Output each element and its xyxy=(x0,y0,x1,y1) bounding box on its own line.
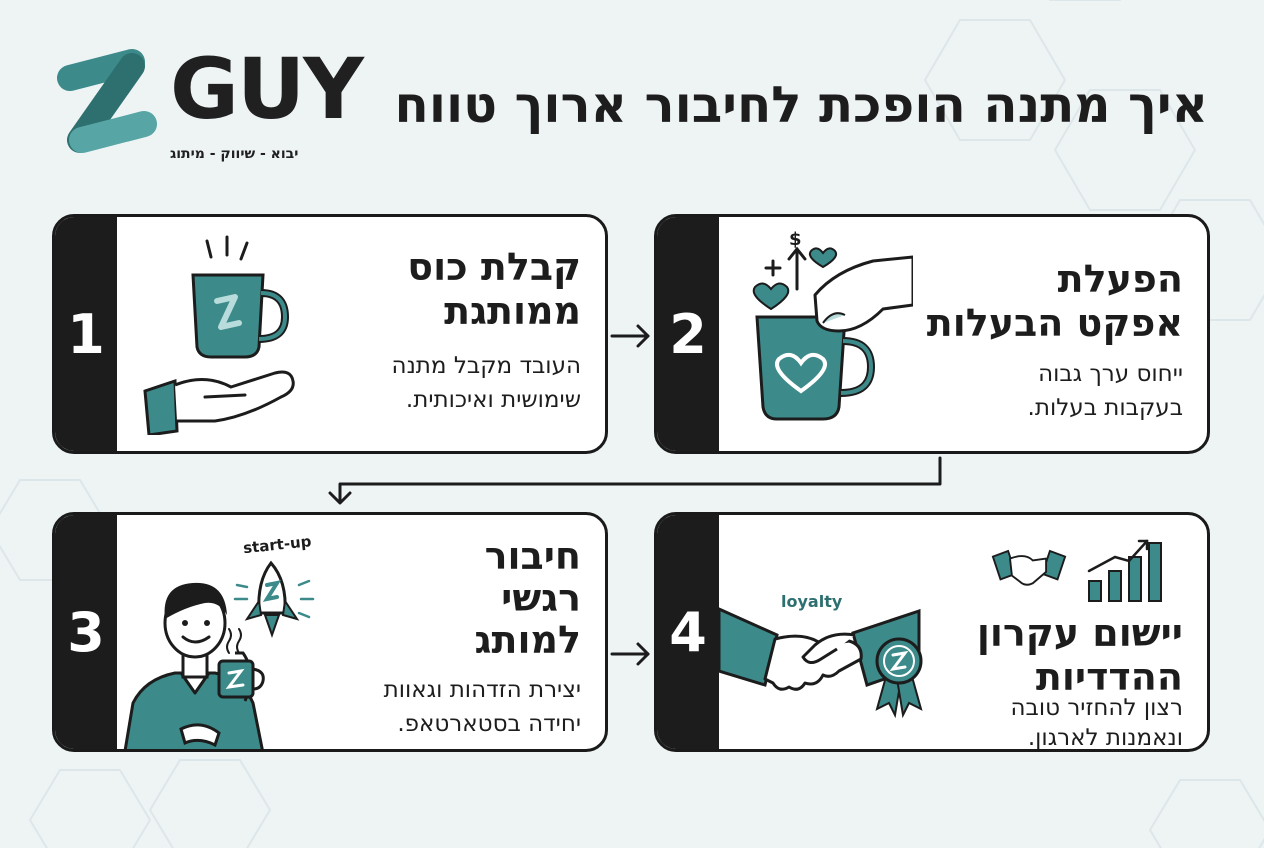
small-handshake-icon xyxy=(991,549,1067,586)
step-title: קבלת כוס ממותגת xyxy=(407,245,581,333)
loyalty-label: loyalty xyxy=(781,592,843,611)
step-number-tab xyxy=(657,217,719,451)
step-description: ייחוס ערך גבוה בעקבות בעלות. xyxy=(1027,361,1183,421)
svg-text:$: $ xyxy=(789,231,802,250)
step-number: 4 xyxy=(669,600,707,664)
step-number: 1 xyxy=(67,302,105,366)
step-title: יישום עקרון ההדדיות xyxy=(976,611,1183,699)
step-number-tab xyxy=(55,217,117,451)
startup-label: start-up xyxy=(242,532,312,557)
step-card-1: 1 קבלת כוס ממותגת העובד מקבל מתנה שימושי… xyxy=(52,214,608,454)
step-number-tab xyxy=(55,515,117,749)
brand-name: GUY xyxy=(170,40,364,138)
step-number-tab xyxy=(657,515,719,749)
step-description: העובד מקבל מתנה שימושית ואיכותית. xyxy=(391,353,581,413)
rocket-icon xyxy=(233,560,315,639)
step-number: 3 xyxy=(67,600,105,664)
step-card-4: 4 loyalty יישום עקרון ההדדיות רצון להחזי… xyxy=(654,512,1210,752)
brand-tagline: יבוא - שיווק - מיתוג xyxy=(170,146,299,162)
handshake-icon: loyalty xyxy=(719,592,923,719)
step-description: יצירת הזדהות וגאוות יחידה בסטארטאפ. xyxy=(383,677,581,737)
step-card-2: 2 $ הפעלת אפקט הבעלות ייחוס ערך גבוה בעק… xyxy=(654,214,1210,454)
award-badge-icon xyxy=(875,637,923,719)
step-title: הפעלת אפקט הבעלות xyxy=(926,257,1183,345)
page-title: איך מתנה הופכת לחיבור ארוך טווח xyxy=(394,76,1208,134)
growth-chart-icon xyxy=(1087,539,1162,602)
hand-holding-mug-icon xyxy=(143,235,295,435)
z-logo-icon xyxy=(57,49,157,153)
step-number: 2 xyxy=(669,302,707,366)
hand-on-heart-mug-icon: $ xyxy=(752,231,913,421)
step-card-3: 3 start-up xyxy=(52,512,608,752)
brand-logo: GUY יבוא - שיווק - מיתוג xyxy=(52,44,364,174)
step-title: חיבור רגשי למותג xyxy=(474,534,581,662)
man-with-mug-icon: start-up xyxy=(123,532,315,749)
step-description: רצון להחזיר טובה ונאמנות לארגון. xyxy=(1010,695,1184,751)
